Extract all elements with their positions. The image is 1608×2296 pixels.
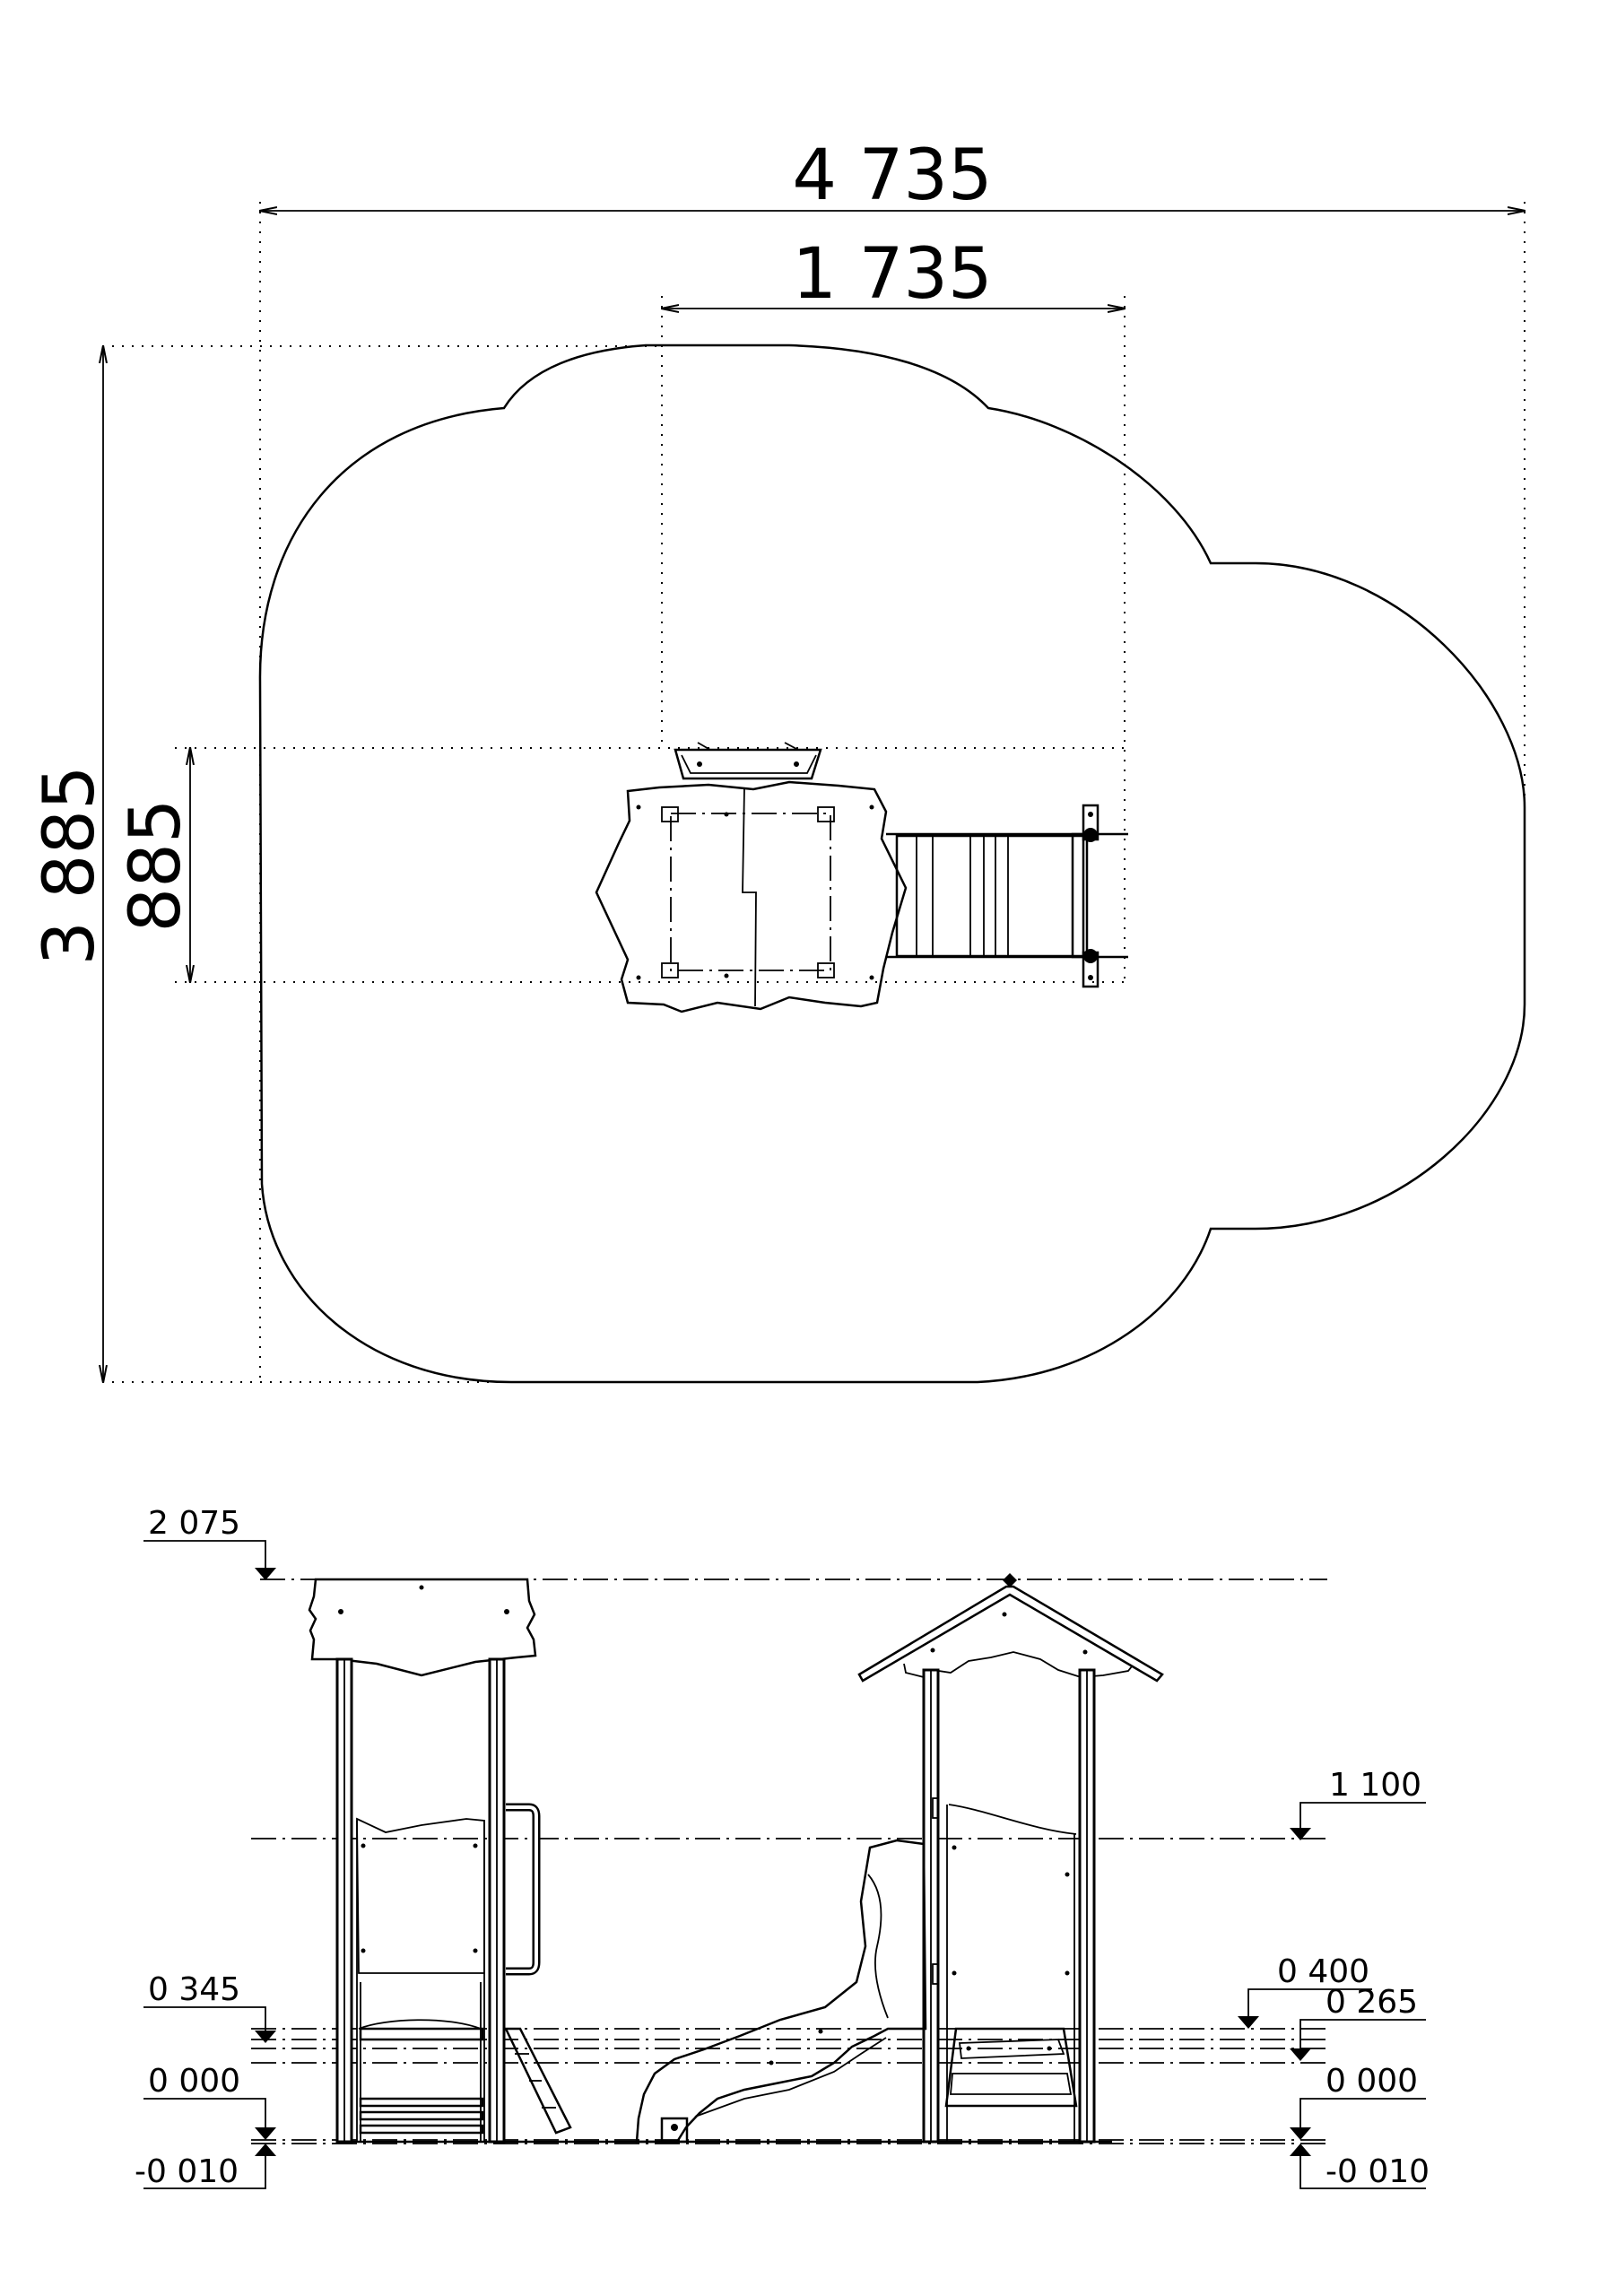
svg-text:0 000: 0 000	[148, 2063, 240, 2100]
slide-plan	[886, 804, 1128, 988]
equipment-width-label: 1 735	[792, 234, 992, 315]
svg-text:0 000: 0 000	[1326, 2063, 1418, 2100]
svg-text:0 345: 0 345	[148, 1971, 240, 2008]
level-marker-neg0010-left: -0 010	[135, 2144, 276, 2190]
overall-depth-label: 3 885	[30, 765, 110, 965]
overall-width-label: 4 735	[792, 135, 992, 216]
svg-text:0 265: 0 265	[1326, 1984, 1418, 2021]
plan-view: 4 735 1 735 3 885 885	[30, 135, 1526, 1384]
svg-text:1 100: 1 100	[1329, 1767, 1421, 1804]
level-marker-0000-left: 0 000	[143, 2063, 276, 2140]
level-marker-0345: 0 345	[143, 1971, 276, 2043]
level-marker-2075: 2 075	[143, 1505, 276, 1580]
equipment-depth-label: 885	[116, 799, 196, 933]
level-marker-neg0010-right: -0 010	[1290, 2144, 1430, 2190]
playhouse-plan	[595, 742, 908, 1013]
level-marker-0400: 0 400	[1238, 1953, 1372, 2029]
svg-text:2 075: 2 075	[148, 1505, 240, 1542]
playhouse-front-elevation	[308, 1578, 572, 2144]
level-marker-1100: 1 100	[1290, 1767, 1426, 1840]
level-marker-0265: 0 265	[1290, 1984, 1426, 2061]
svg-text:-0 010: -0 010	[135, 2153, 239, 2190]
level-marker-0000-right: 0 000	[1290, 2063, 1426, 2140]
playhouse-side-elevation	[635, 1573, 1164, 2144]
svg-text:-0 010: -0 010	[1326, 2153, 1430, 2190]
safety-zone-outline	[258, 344, 1526, 1384]
svg-text:0 400: 0 400	[1277, 1953, 1369, 1990]
elevation-view: 2 075 0 345 0 000 -0 010 1 100 0 400	[135, 1505, 1430, 2190]
